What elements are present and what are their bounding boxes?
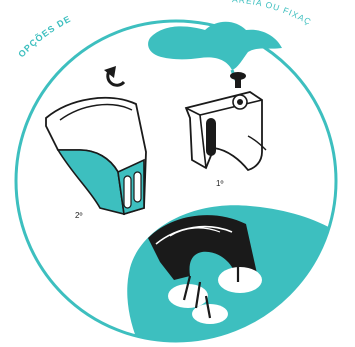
arc-title-left: OPÇÕES DE — [16, 13, 73, 59]
step-second-label: 2º — [75, 212, 82, 220]
arc-title-right: AREIA OU FIXAÇ — [232, 0, 314, 27]
step-first-label: 1º — [216, 180, 223, 188]
